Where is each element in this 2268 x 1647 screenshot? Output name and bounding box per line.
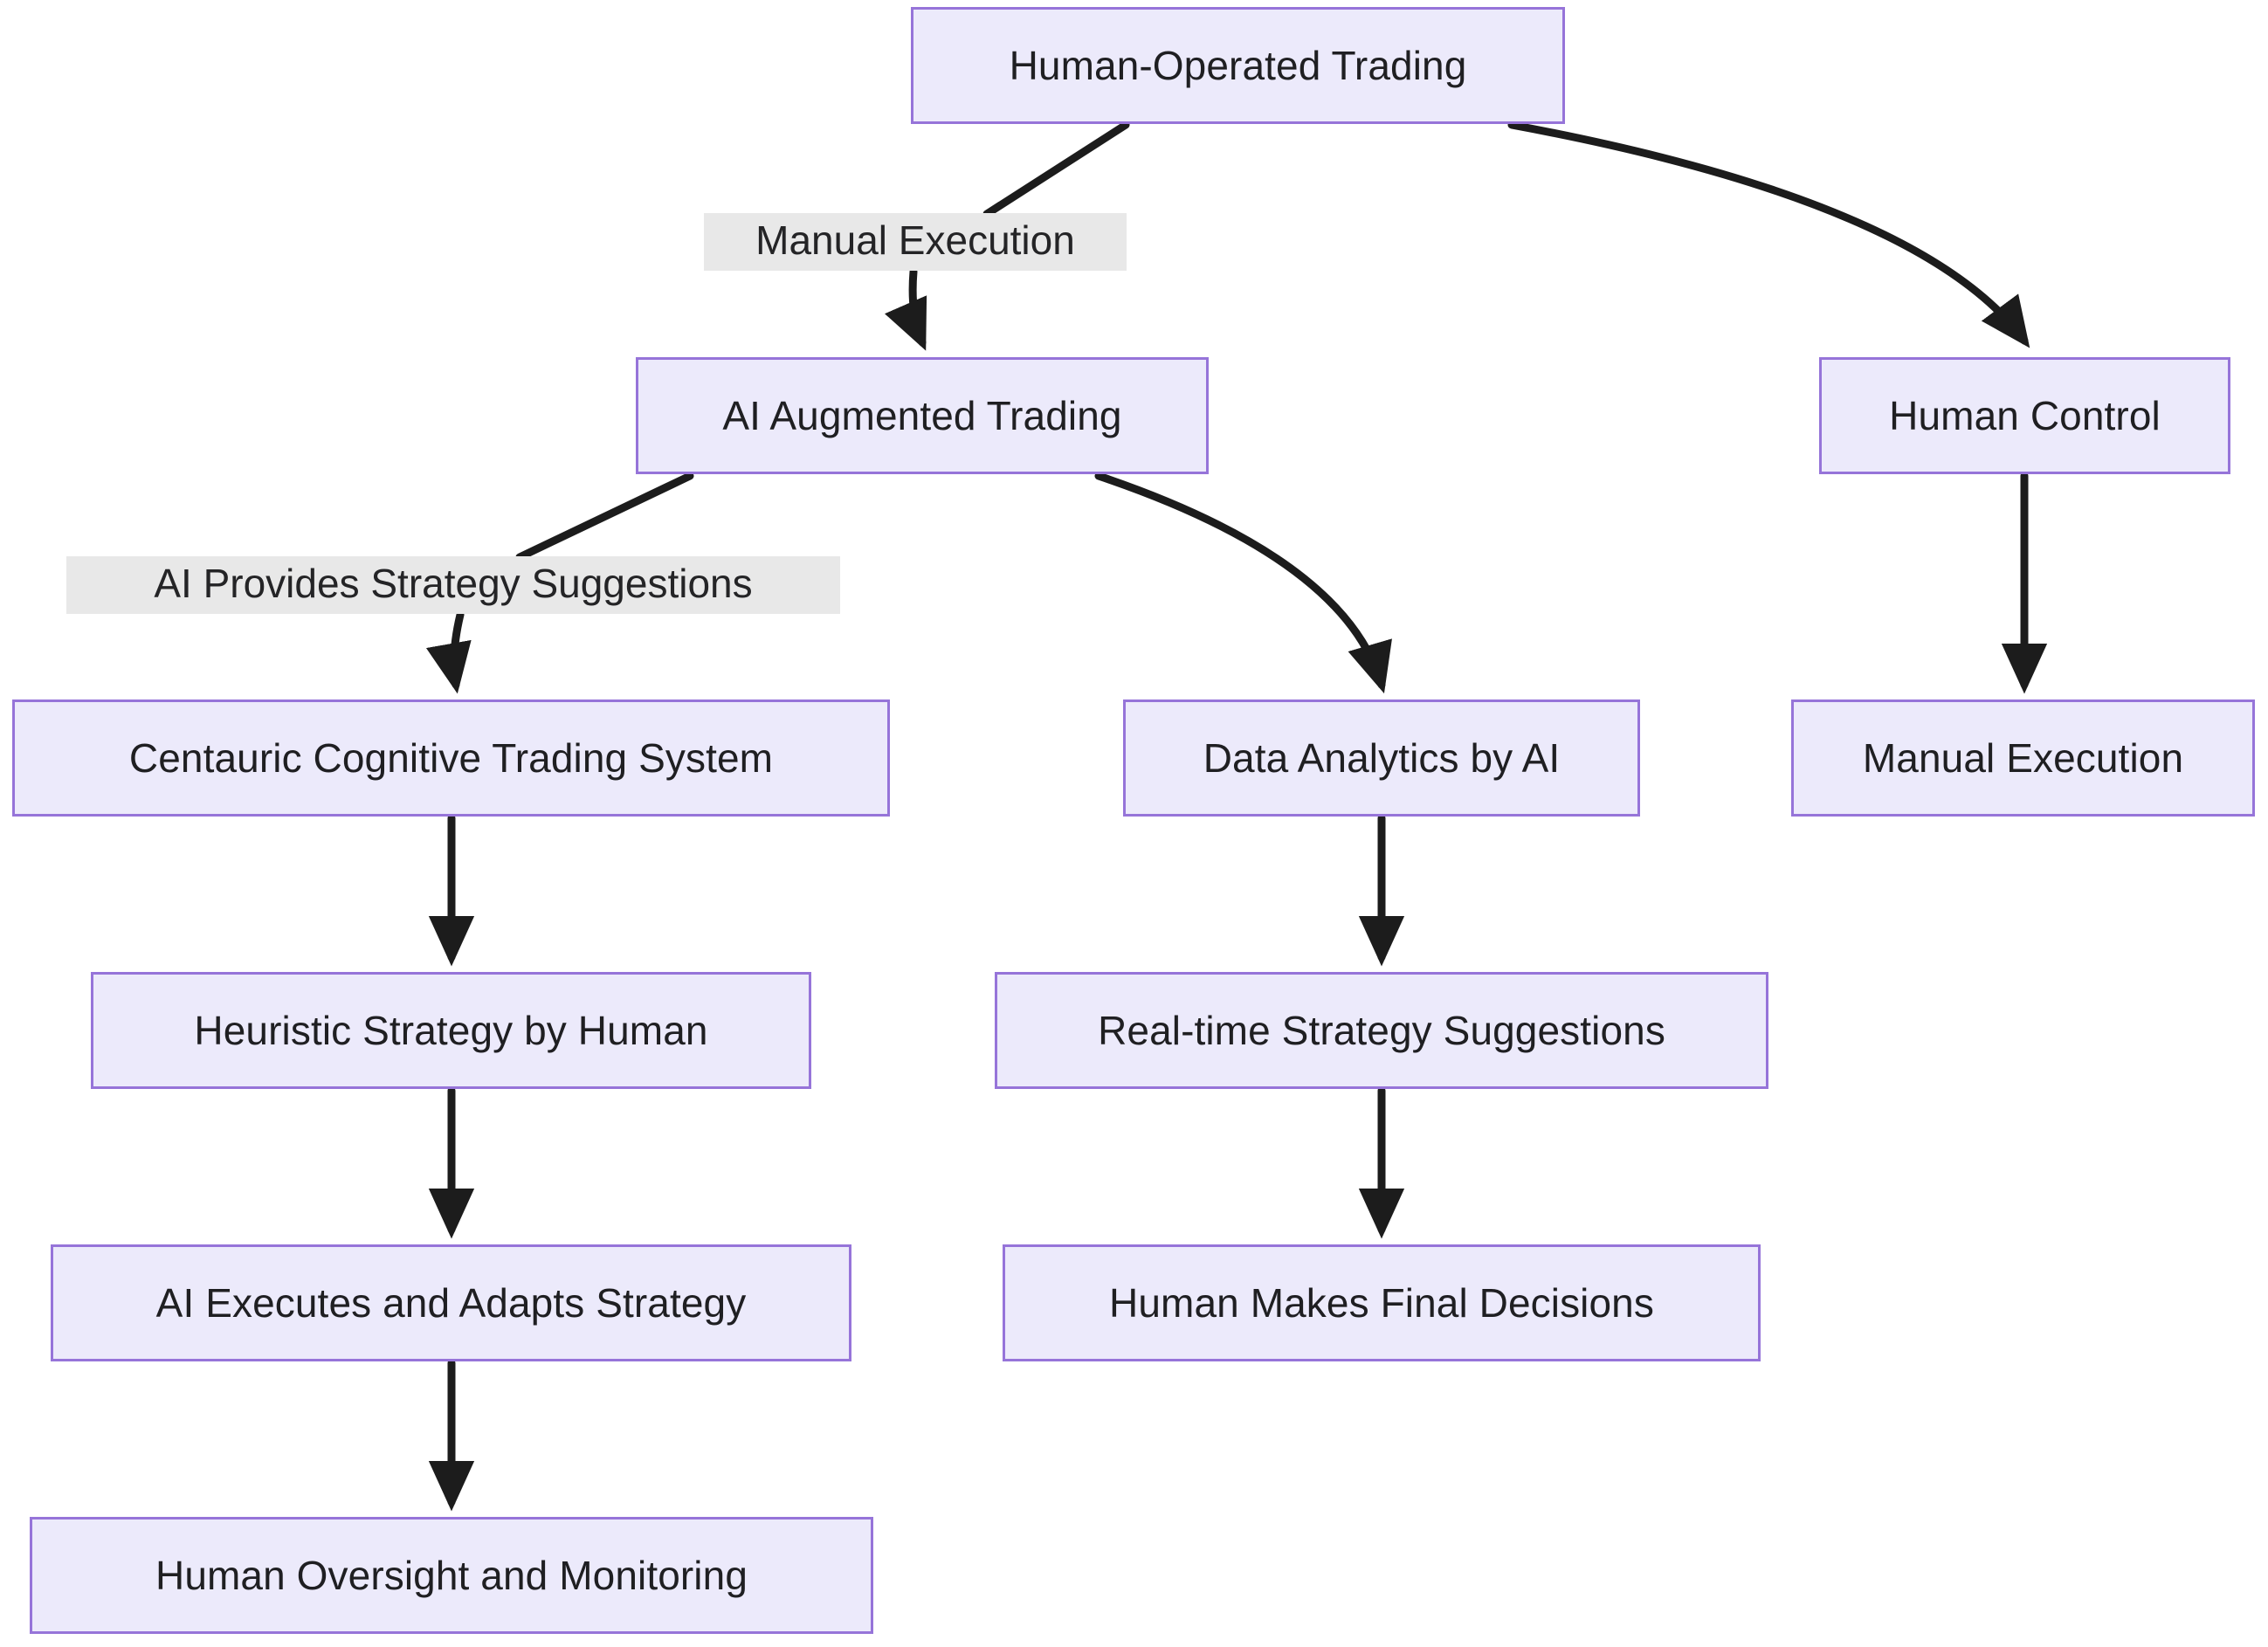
- edge-human-operated-to-ai-augmented-lower: [885, 267, 927, 351]
- node-label: Human Control: [1889, 392, 2161, 438]
- edge-human-operated-to-ai-augmented-upper: [982, 121, 1130, 218]
- edge-human-operated-to-human-control: [1507, 121, 2030, 348]
- node-manual-execution[interactable]: Manual Execution: [1791, 699, 2255, 817]
- edge-ai-augmented-to-data-analytics: [1094, 472, 1392, 694]
- edge-label-manual-execution: Manual Execution: [704, 213, 1127, 271]
- node-label: Real-time Strategy Suggestions: [1098, 1007, 1665, 1053]
- node-label: AI Augmented Trading: [722, 392, 1122, 438]
- node-centauric-cognitive-trading-system[interactable]: Centauric Cognitive Trading System: [12, 699, 890, 817]
- node-human-oversight-and-monitoring[interactable]: Human Oversight and Monitoring: [30, 1517, 873, 1634]
- node-data-analytics-by-ai[interactable]: Data Analytics by AI: [1123, 699, 1640, 817]
- node-label: Data Analytics by AI: [1203, 734, 1561, 781]
- node-label: Heuristic Strategy by Human: [194, 1007, 708, 1053]
- node-label: Human-Operated Trading: [1009, 42, 1467, 88]
- node-ai-executes-and-adapts-strategy[interactable]: AI Executes and Adapts Strategy: [51, 1244, 851, 1361]
- edge-label-text: AI Provides Strategy Suggestions: [154, 560, 753, 606]
- node-human-control[interactable]: Human Control: [1819, 357, 2230, 474]
- node-label: Human Oversight and Monitoring: [155, 1552, 748, 1598]
- node-human-operated-trading[interactable]: Human-Operated Trading: [911, 7, 1565, 124]
- node-label: AI Executes and Adapts Strategy: [155, 1279, 747, 1326]
- node-label: Centauric Cognitive Trading System: [128, 734, 774, 781]
- edge-label-ai-provides-strategy-suggestions: AI Provides Strategy Suggestions: [66, 556, 840, 614]
- edge-label-text: Manual Execution: [755, 217, 1075, 263]
- node-label: Human Makes Final Decisions: [1109, 1279, 1654, 1326]
- node-human-makes-final-decisions[interactable]: Human Makes Final Decisions: [1003, 1244, 1761, 1361]
- node-heuristic-strategy-by-human[interactable]: Heuristic Strategy by Human: [91, 972, 811, 1089]
- edge-ai-augmented-to-centauric-upper: [515, 472, 694, 562]
- edge-ai-augmented-to-centauric-lower: [425, 610, 472, 694]
- node-ai-augmented-trading[interactable]: AI Augmented Trading: [636, 357, 1209, 474]
- node-real-time-strategy-suggestions[interactable]: Real-time Strategy Suggestions: [995, 972, 1768, 1089]
- node-label: Manual Execution: [1862, 734, 2184, 781]
